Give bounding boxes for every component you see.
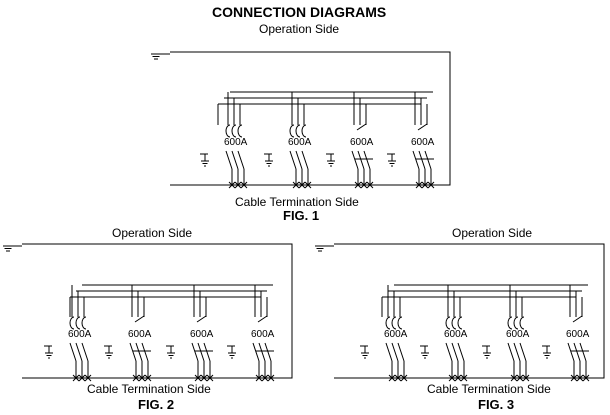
fig1-operation-side-label: Operation Side (259, 22, 340, 36)
fuse-icon (289, 124, 307, 138)
switch-icon (134, 315, 145, 323)
switch-icon (417, 123, 428, 131)
cable-termination-icon (510, 374, 530, 382)
ground-icon (387, 153, 396, 167)
fig1-cable-termination-label: Cable Termination Side (235, 195, 359, 209)
rating-label: 600A (68, 329, 92, 340)
rating-label: 600A (384, 329, 408, 340)
rating-label: 600A (190, 329, 214, 340)
rating-label: 600A (251, 329, 275, 340)
switch-blades-icon (507, 342, 527, 378)
rating-label: 600A (411, 137, 435, 148)
switch-blades-icon (412, 150, 434, 185)
ground-icon (264, 153, 273, 167)
switch-icon (356, 123, 367, 131)
fig2-cable-termination-label: Cable Termination Side (87, 382, 211, 396)
cable-termination-icon (448, 374, 468, 382)
switch-blades-icon (289, 150, 309, 185)
switch-icon (257, 315, 268, 323)
cable-termination-icon (194, 374, 214, 382)
ground-icon (420, 345, 429, 359)
cable-termination-icon (292, 181, 312, 189)
switch-blades-icon (129, 342, 151, 378)
switch-blades-icon (445, 342, 465, 378)
ground-icon (104, 345, 113, 359)
enclosure-outline (170, 51, 451, 186)
bus-drops (387, 285, 583, 317)
rating-label: 600A (506, 329, 530, 340)
switch-blades-icon (69, 342, 89, 378)
switch-icon (196, 315, 207, 323)
ground-icon (200, 153, 209, 167)
diagram-title: CONNECTION DIAGRAMS (212, 4, 387, 20)
cable-termination-icon (354, 181, 374, 189)
switch-blades-icon (385, 342, 405, 378)
bus-bars (382, 284, 588, 298)
rating-label: 600A (224, 137, 248, 148)
cable-termination-icon (132, 374, 152, 382)
ground-icon (44, 345, 53, 359)
rating-label: 600A (566, 329, 590, 340)
bus-bars (218, 91, 433, 105)
cable-termination-icon (72, 374, 92, 382)
cable-termination-icon (388, 374, 408, 382)
bus-drops (71, 285, 268, 317)
ground-icon (542, 345, 551, 359)
cable-termination-icon (228, 181, 248, 189)
switch-icon (572, 315, 583, 323)
fuse-icon (225, 124, 243, 138)
fuse-icon (445, 316, 463, 330)
ground-icon (166, 345, 175, 359)
switch-blades-icon (567, 342, 589, 378)
fuse-icon (507, 316, 525, 330)
cable-termination-icon (570, 374, 590, 382)
fig3-operation-side-label: Operation Side (452, 226, 533, 240)
bus-bars (70, 284, 273, 298)
switch-blades-icon (252, 342, 274, 378)
cable-termination-icon (255, 374, 275, 382)
enclosure-outline (334, 243, 605, 379)
fig3-cable-termination-label: Cable Termination Side (427, 382, 551, 396)
ground-icon (482, 345, 491, 359)
switch-blades-icon (351, 150, 373, 185)
switch-blades-icon (191, 342, 213, 378)
fig3-caption: FIG. 3 (478, 397, 515, 412)
rating-label: 600A (128, 329, 152, 340)
cable-termination-icon (415, 181, 435, 189)
fig1-caption: FIG. 1 (283, 208, 320, 223)
ground-icon (326, 153, 335, 167)
switch-blades-icon (225, 150, 245, 185)
ground-icon (227, 345, 236, 359)
enclosure-ground-icon (315, 245, 325, 252)
rating-label: 600A (288, 137, 312, 148)
enclosure-outline (22, 243, 293, 379)
ground-icon (360, 345, 369, 359)
fuse-icon (69, 316, 87, 330)
rating-label: 600A (350, 137, 374, 148)
fig2-operation-side-label: Operation Side (112, 226, 193, 240)
rating-label: 600A (444, 329, 468, 340)
fuse-icon (385, 316, 403, 330)
fig2-caption: FIG. 2 (138, 397, 175, 412)
bus-drops (227, 92, 428, 125)
